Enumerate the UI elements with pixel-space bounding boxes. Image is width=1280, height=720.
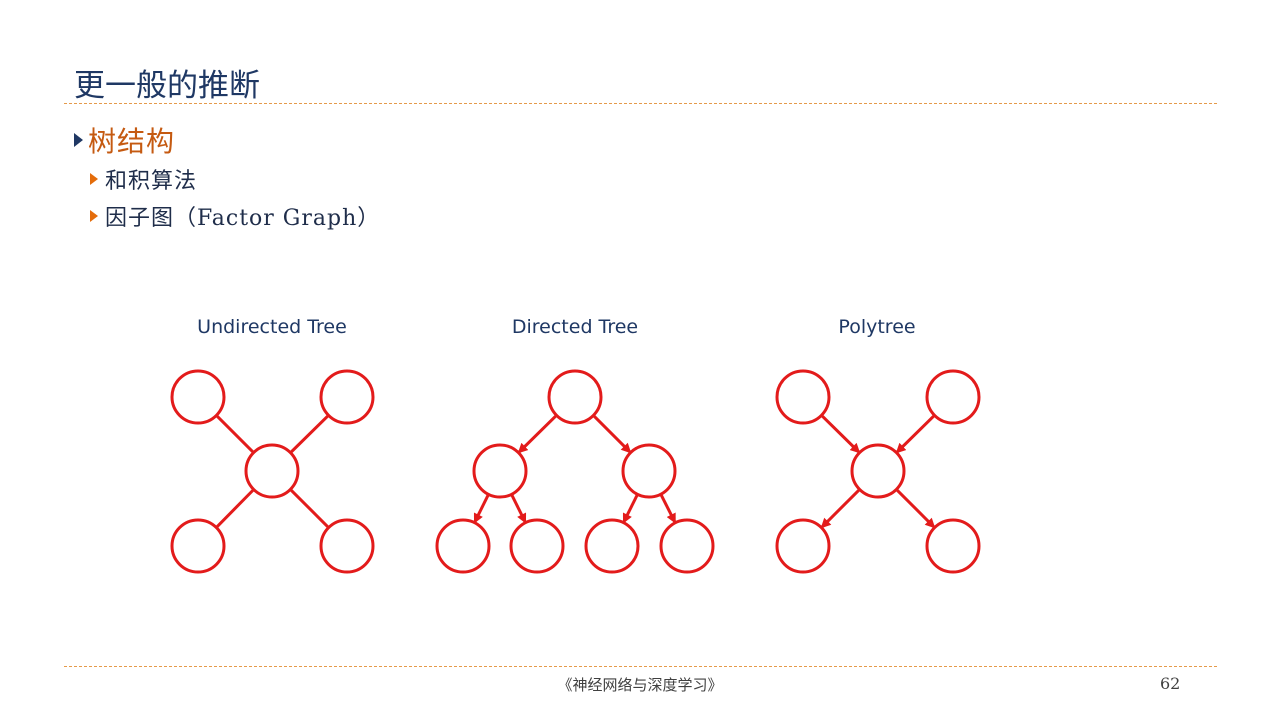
tree-node: [850, 443, 906, 499]
title-divider: [64, 103, 1217, 104]
tree-node: [472, 443, 528, 499]
tree-node: [244, 443, 300, 499]
directed-edge: [517, 414, 558, 454]
undirected-tree-diagram: Undirected Tree: [170, 316, 375, 574]
tree-node: [584, 518, 640, 574]
sub-bullet-text: 和积算法: [105, 169, 198, 194]
undirected-edge: [215, 414, 254, 453]
footer-book-title: 《神经网络与深度学习》: [557, 676, 723, 694]
undirected-tree-label: Undirected Tree: [197, 316, 347, 338]
directed-edge: [473, 493, 490, 524]
sub-bullet-sum-product: 和积算法: [90, 163, 197, 195]
bullet-main-text: 树结构: [88, 125, 176, 158]
tree-node: [170, 369, 226, 425]
undirected-edge: [289, 488, 329, 528]
tree-node: [775, 369, 831, 425]
tree-node: [170, 518, 226, 574]
page-number: 62: [1160, 674, 1181, 693]
directed-edge: [820, 488, 861, 529]
sub-bullet-text: 因子图（Factor Graph）: [105, 206, 381, 231]
undirected-edge: [290, 414, 330, 454]
tree-node: [509, 518, 565, 574]
slide-title: 更一般的推断: [74, 68, 260, 104]
sub-bullet-factor-graph: 因子图（Factor Graph）: [90, 200, 380, 232]
tree-node: [319, 369, 375, 425]
bullet-tree-structure: 树结构: [74, 120, 175, 160]
directed-tree-diagram: Directed Tree: [435, 316, 715, 574]
directed-edge: [659, 493, 677, 524]
tree-node: [547, 369, 603, 425]
directed-edge: [895, 414, 936, 454]
footer-divider: [64, 666, 1217, 667]
tree-node: [621, 443, 677, 499]
bullet-triangle-icon: [74, 133, 83, 147]
tree-node: [775, 518, 831, 574]
polytree-label: Polytree: [838, 316, 915, 338]
sub-bullet-triangle-icon: [90, 173, 98, 185]
directed-edge: [622, 493, 639, 524]
tree-node: [659, 518, 715, 574]
directed-edge: [895, 488, 936, 529]
directed-tree-label: Directed Tree: [512, 316, 638, 338]
sub-bullet-triangle-icon: [90, 210, 98, 222]
tree-node: [925, 518, 981, 574]
polytree-diagram: Polytree: [775, 316, 981, 574]
undirected-edge: [215, 488, 255, 528]
directed-edge: [820, 414, 861, 454]
directed-edge: [510, 493, 527, 524]
tree-node: [925, 369, 981, 425]
tree-node: [435, 518, 491, 574]
tree-node: [319, 518, 375, 574]
directed-edge: [592, 414, 632, 454]
